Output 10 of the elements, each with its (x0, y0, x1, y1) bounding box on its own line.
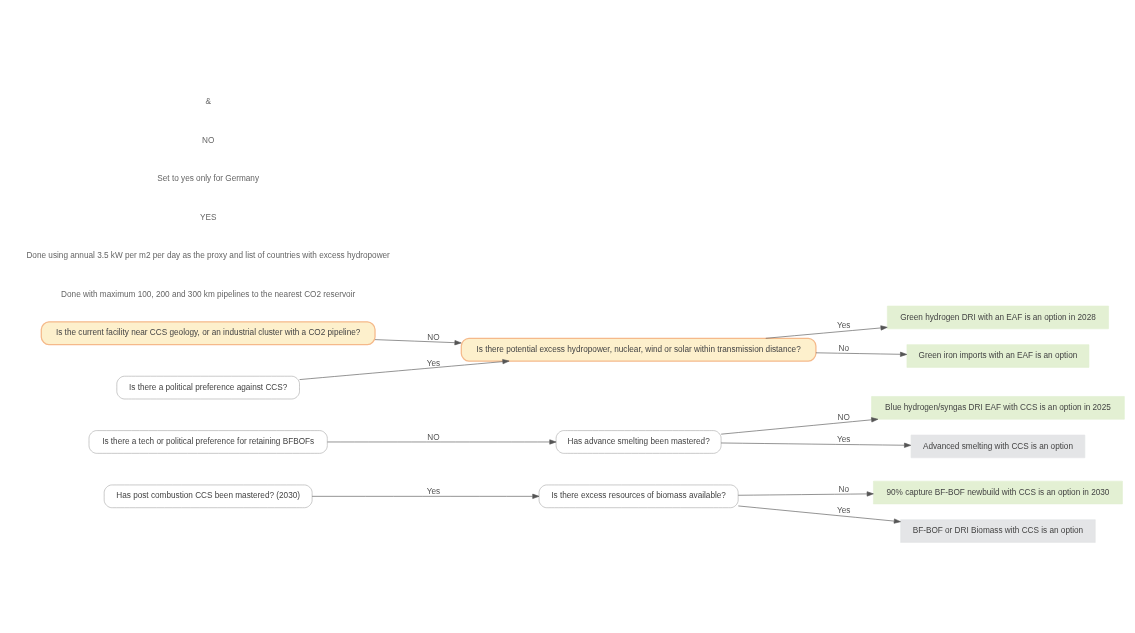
arrow (374, 339, 462, 346)
arrow (720, 442, 912, 448)
arrow (311, 493, 540, 499)
arrow (327, 439, 557, 445)
arrow (737, 491, 874, 497)
arrow (765, 325, 888, 339)
arrow (737, 505, 901, 524)
arrow (815, 351, 908, 357)
arrow (299, 359, 510, 380)
arrow (720, 417, 879, 435)
